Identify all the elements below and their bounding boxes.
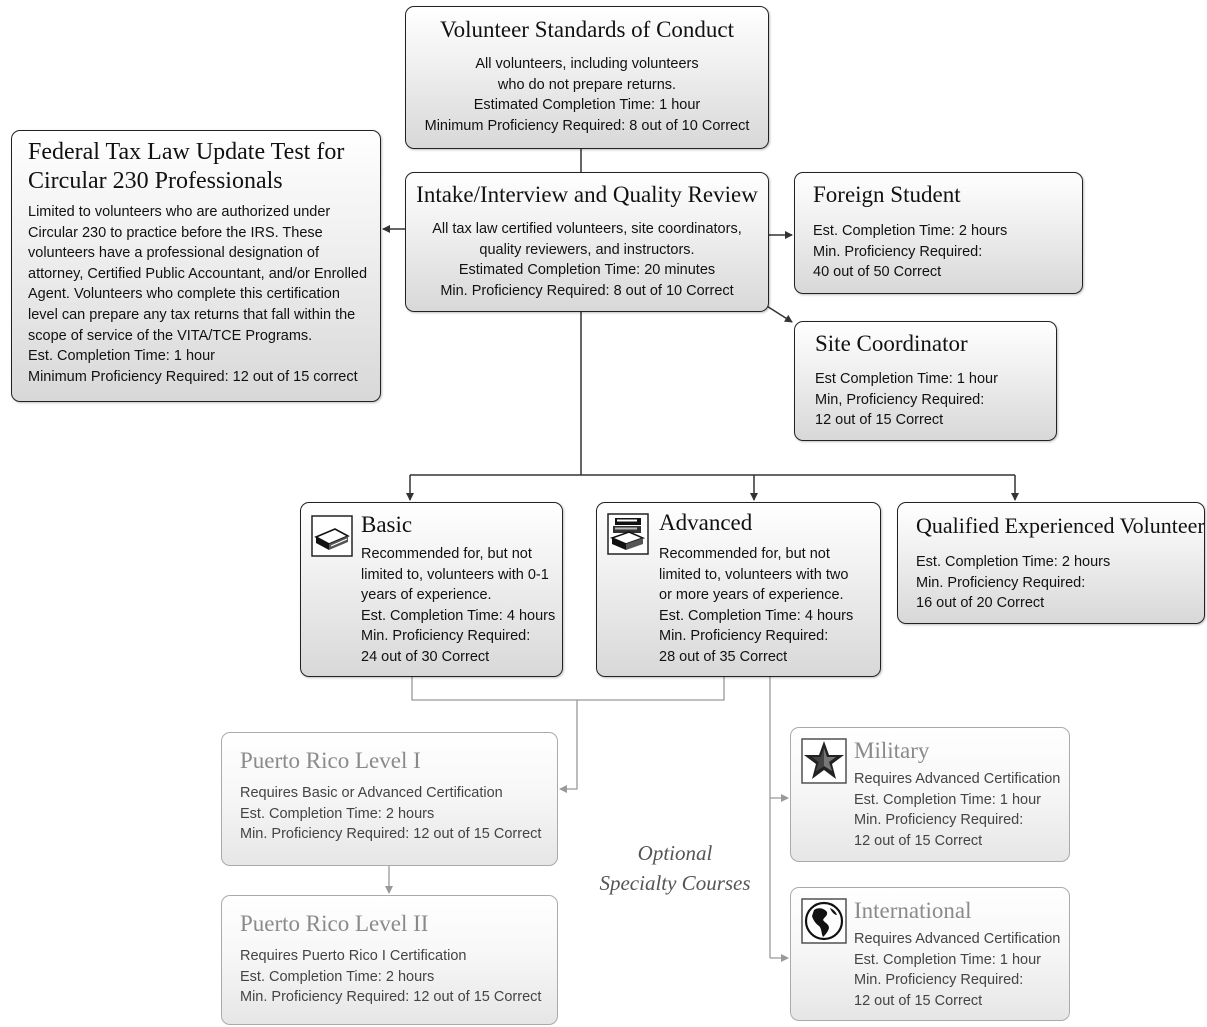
basic-line-3: years of experience. — [361, 587, 492, 604]
federal-line-9: Minimum Proficiency Required: 12 out of … — [28, 368, 358, 385]
international-line-4: 12 out of 15 Correct — [854, 992, 983, 1009]
basic-line-2: limited to, volunteers with 0-1 — [361, 566, 549, 583]
intake-line-4: Min. Proficiency Required: 8 out of 10 C… — [440, 282, 734, 299]
international-line-3: Min. Proficiency Required: — [854, 972, 1024, 989]
federal-line-5: Agent. Volunteers who complete this cert… — [28, 286, 340, 303]
military-line-4: 12 out of 15 Correct — [854, 832, 983, 849]
standards-line-4: Minimum Proficiency Required: 8 out of 1… — [424, 117, 750, 134]
advanced-line-4: Est. Completion Time: 4 hours — [659, 607, 854, 624]
pr2-line-3: Min. Proficiency Required: 12 out of 15 … — [240, 989, 542, 1006]
site-coordinator-box: Site Coordinator Est Completion Time: 1 … — [794, 321, 1057, 441]
optional-specialty-label: Optional Specialty Courses — [585, 838, 765, 898]
pr1-line-2: Est. Completion Time: 2 hours — [240, 805, 435, 822]
advanced-line-6: 28 out of 35 Correct — [659, 648, 788, 665]
standards-line-3: Estimated Completion Time: 1 hour — [473, 97, 701, 114]
standards-line-1: All volunteers, including volunteers — [475, 56, 699, 72]
advanced-line-1: Recommended for, but not — [659, 546, 830, 562]
federal-line-4: attorney, Certified Public Accountant, a… — [28, 265, 368, 282]
book-icon — [311, 515, 353, 557]
pr2-line-2: Est. Completion Time: 2 hours — [240, 968, 435, 985]
intake-line-3: Estimated Completion Time: 20 minutes — [458, 262, 716, 279]
intake-line-1: All tax law certified volunteers, site c… — [432, 221, 742, 237]
basic-line-4: Est. Completion Time: 4 hours — [361, 607, 556, 624]
qev-box: Qualified Experienced Volunteer Est. Com… — [897, 502, 1205, 624]
basic-box: Basic Recommended for, but not limited t… — [300, 502, 563, 677]
standards-line-2: who do not prepare returns. — [497, 76, 677, 93]
federal-title-line-2: Circular 230 Professionals — [28, 168, 283, 194]
foreign-student-box: Foreign Student Est. Completion Time: 2 … — [794, 172, 1083, 294]
advanced-line-2: limited to, volunteers with two — [659, 566, 849, 583]
arrow-to-pr1 — [559, 700, 578, 793]
advanced-line-5: Min. Proficiency Required: — [659, 628, 829, 645]
federal-line-2: Circular 230 to practice before the IRS.… — [28, 224, 323, 241]
foreign-title: Foreign Student — [813, 182, 961, 207]
qev-line-2: Min. Proficiency Required: — [916, 574, 1086, 591]
site-line-3: 12 out of 15 Correct — [815, 412, 944, 429]
federal-title-line-1: Federal Tax Law Update Test for — [28, 139, 345, 165]
federal-line-1: Limited to volunteers who are authorized… — [28, 204, 331, 220]
globe-icon — [801, 898, 847, 944]
intake-box: Intake/Interview and Quality Review All … — [405, 172, 769, 312]
star-icon — [801, 738, 847, 784]
stacked-books-icon — [607, 513, 649, 555]
federal-line-6: level can prepare any tax returns that f… — [28, 306, 356, 323]
optional-label-line-1: Optional — [637, 841, 713, 865]
basic-line-1: Recommended for, but not — [361, 546, 532, 562]
military-line-3: Min. Proficiency Required: — [854, 812, 1024, 829]
pr1-title: Puerto Rico Level I — [240, 748, 421, 773]
advanced-line-3: or more years of experience. — [659, 587, 844, 604]
connector-basic-advanced — [411, 677, 725, 701]
qev-title: Qualified Experienced Volunteer — [916, 513, 1205, 538]
intake-line-2: quality reviewers, and instructors. — [479, 241, 695, 258]
site-line-1: Est Completion Time: 1 hour — [815, 371, 998, 387]
federal-line-3: volunteers have a professional designati… — [28, 245, 319, 262]
international-box: International Requires Advanced Certific… — [790, 887, 1070, 1021]
advanced-title: Advanced — [659, 510, 753, 535]
optional-label-line-2: Specialty Courses — [599, 871, 751, 895]
intake-title: Intake/Interview and Quality Review — [416, 182, 758, 207]
pr2-title: Puerto Rico Level II — [240, 911, 429, 936]
military-line-2: Est. Completion Time: 1 hour — [854, 791, 1041, 808]
foreign-line-2: Min. Proficiency Required: — [813, 243, 983, 260]
international-line-2: Est. Completion Time: 1 hour — [854, 951, 1041, 968]
federal-box: Federal Tax Law Update Test for Circular… — [11, 130, 381, 402]
site-line-2: Min, Proficiency Required: — [815, 391, 985, 408]
federal-line-8: Est. Completion Time: 1 hour — [28, 348, 215, 365]
puerto-rico-level-2-box: Puerto Rico Level II Requires Puerto Ric… — [221, 895, 558, 1025]
federal-line-7: scope of service of the VITA/TCE Program… — [28, 327, 313, 344]
qev-line-3: 16 out of 20 Correct — [916, 595, 1045, 612]
military-box: Military Requires Advanced Certification… — [790, 727, 1070, 862]
foreign-line-3: 40 out of 50 Correct — [813, 264, 942, 281]
international-title: International — [854, 898, 972, 923]
basic-title: Basic — [361, 512, 413, 537]
pr2-line-1: Requires Puerto Rico I Certification — [240, 948, 467, 964]
standards-box: Volunteer Standards of Conduct All volun… — [405, 6, 769, 149]
basic-line-6: 24 out of 30 Correct — [361, 648, 490, 665]
basic-line-5: Min. Proficiency Required: — [361, 628, 531, 645]
military-line-1: Requires Advanced Certification — [854, 771, 1061, 787]
advanced-box: Advanced Recommended for, but not limite… — [596, 502, 881, 677]
military-title: Military — [854, 738, 930, 763]
foreign-line-1: Est. Completion Time: 2 hours — [813, 223, 1008, 239]
pr1-line-1: Requires Basic or Advanced Certification — [240, 785, 503, 801]
international-line-1: Requires Advanced Certification — [854, 931, 1061, 947]
puerto-rico-level-1-box: Puerto Rico Level I Requires Basic or Ad… — [221, 732, 558, 866]
qev-line-1: Est. Completion Time: 2 hours — [916, 554, 1111, 570]
pr1-line-3: Min. Proficiency Required: 12 out of 15 … — [240, 826, 542, 843]
standards-title: Volunteer Standards of Conduct — [439, 17, 735, 42]
site-title: Site Coordinator — [815, 331, 968, 356]
